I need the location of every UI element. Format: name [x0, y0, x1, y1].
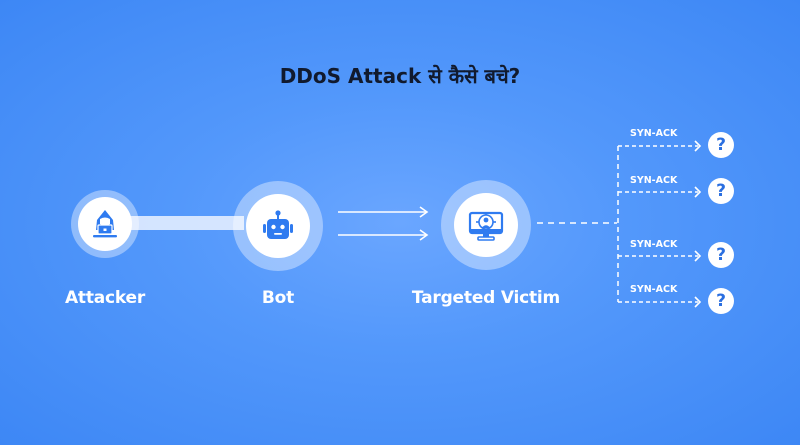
victim-label: Targeted Victim — [411, 288, 561, 308]
hacker-icon — [93, 210, 117, 238]
unknown-host-icon: ? — [708, 132, 734, 158]
attacker-label: Attacker — [64, 288, 146, 308]
attack-traffic-arrows — [338, 206, 429, 241]
attacker-bot-connector — [128, 216, 244, 230]
page-title: DDoS Attack से कैसे बचे? — [279, 64, 521, 88]
bot-label: Bot — [261, 288, 295, 308]
victim-node — [441, 180, 531, 270]
syn-ack-label: SYN-ACK — [630, 175, 678, 186]
unknown-host-icon: ? — [708, 178, 734, 204]
syn-ack-paths — [537, 145, 698, 303]
unknown-host-icon: ? — [708, 288, 734, 314]
syn-ack-label: SYN-ACK — [630, 284, 678, 295]
targeted-monitor-icon — [468, 211, 504, 241]
unknown-host-icon: ? — [708, 242, 734, 268]
robot-icon — [263, 210, 293, 239]
attacker-node — [71, 190, 139, 258]
bot-node — [233, 181, 323, 271]
syn-ack-label: SYN-ACK — [630, 128, 678, 139]
syn-ack-label: SYN-ACK — [630, 239, 678, 250]
